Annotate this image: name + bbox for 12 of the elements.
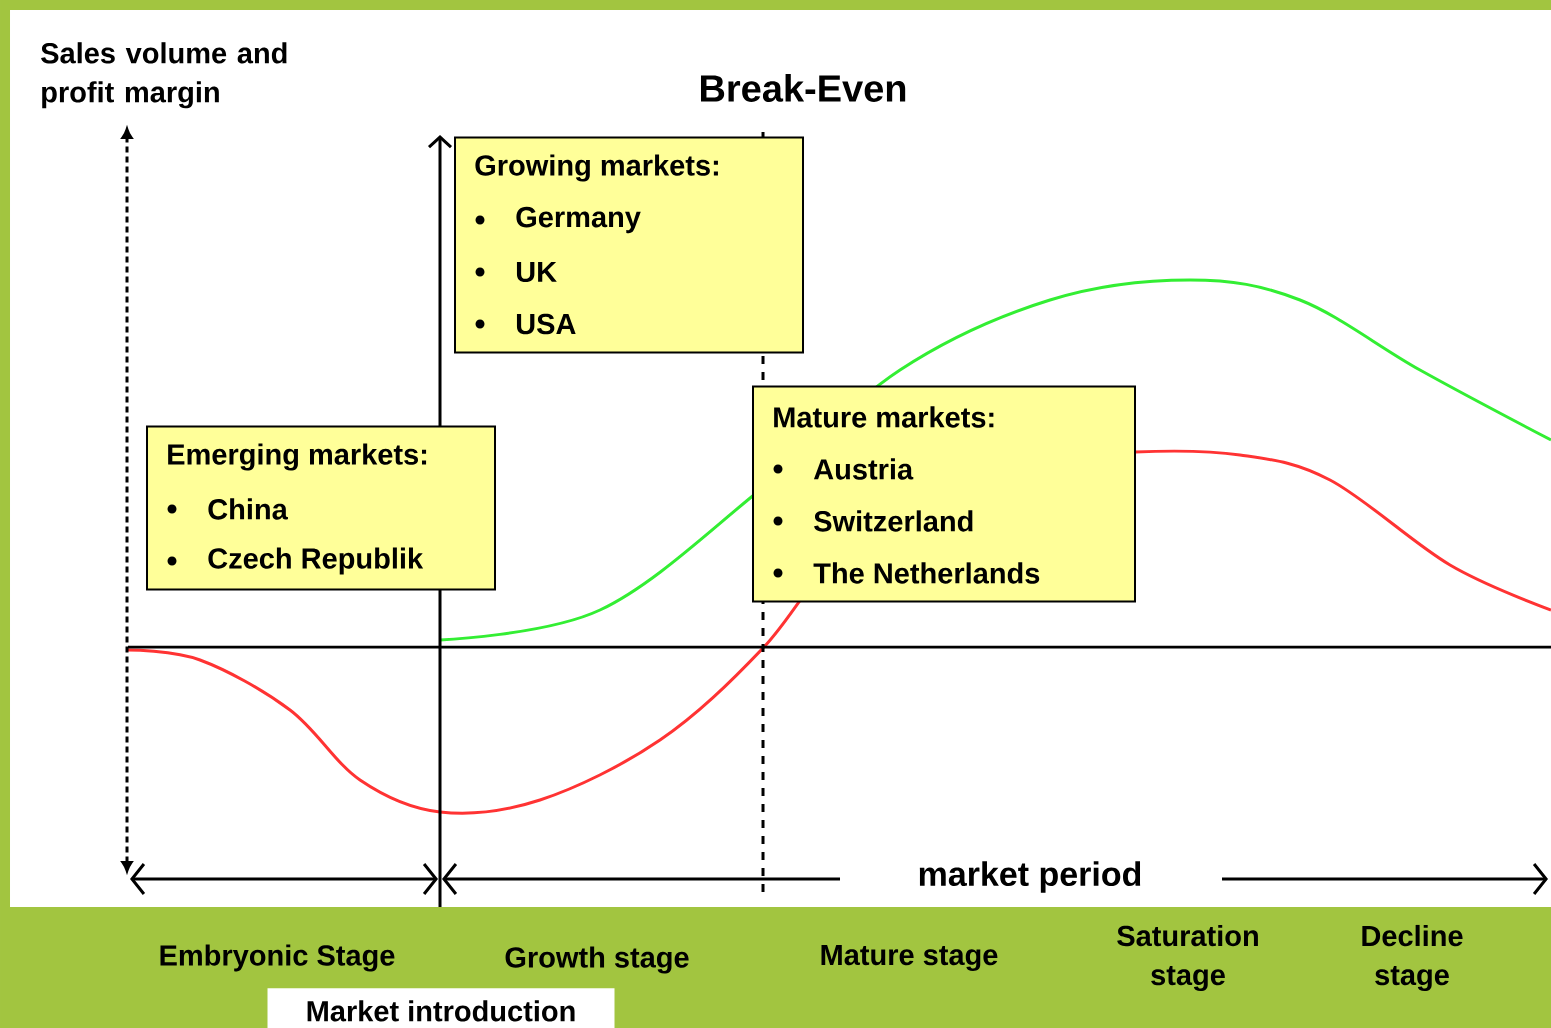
axis-label: market period (919, 861, 1141, 893)
chart-title: Break-Even (701, 74, 906, 102)
stage-label: Embryonic Stage (160, 944, 395, 972)
axis-label: Sales volume and profit margin (41, 42, 287, 109)
market-box: Growing markets: Germany UK USA (454, 136, 804, 354)
stage-label: Saturation stage (1117, 924, 1258, 992)
stage-label: Growth stage (505, 946, 689, 974)
market-box: Emerging markets: China Czech Republik (146, 425, 496, 591)
stage-label: Mature stage (821, 944, 998, 972)
stage-box: Market introduction (267, 988, 615, 1028)
stage-label: Decline stage (1362, 924, 1463, 992)
market-box: Mature markets: Austria Switzerland The Netherlands (752, 385, 1136, 603)
